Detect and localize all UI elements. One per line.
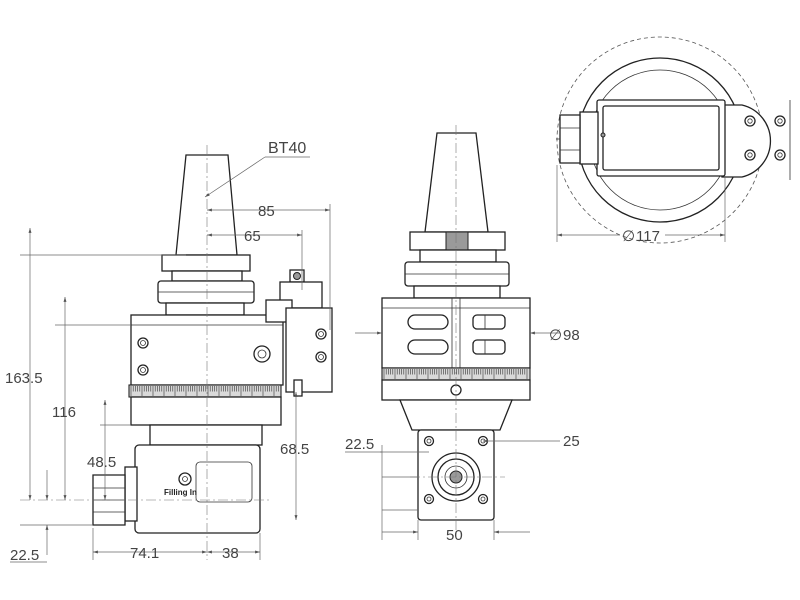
top-view [556,36,791,244]
dim-diameter-symbol-98: ∅ [549,327,562,344]
side-flange-top [161,254,251,272]
stop-block-body [285,307,333,393]
side-graduation-ticks [130,386,279,396]
front-view [381,125,531,530]
top-head-cover [602,105,720,171]
front-flange-neck [419,249,497,263]
front-taper-cone [424,132,489,233]
dim-48-5: 48.5 [87,454,116,471]
side-lower-ring [130,396,282,426]
dim-85: 85 [258,203,275,220]
side-stop-block [265,269,333,397]
dim-22-5-left: 22.5 [10,547,39,564]
dim-50: 50 [446,527,463,544]
side-lower-neck [149,424,263,446]
side-housing-screws [137,337,271,376]
dim-25: 25 [563,433,580,450]
front-view-dimensions: ∅ 98 22.5 25 50 [345,327,580,544]
dim-98: 98 [563,327,580,344]
dim-163-5: 163.5 [5,370,43,387]
side-taper-cone [175,154,238,256]
top-view-dimensions: ∅ 117 [556,165,726,245]
side-spindle-flange [124,466,138,522]
front-housing-slots [407,314,506,355]
top-marker-dot [600,132,606,138]
top-bracket-screws [744,115,786,161]
dim-117: 117 [636,228,660,245]
dim-22-5-mid: 22.5 [345,436,374,453]
top-spindle-flange [579,111,599,165]
side-head-window [195,461,253,503]
top-collet-nut [559,114,581,164]
front-head-screws [423,435,489,505]
top-bracket-arm [721,104,772,178]
side-view: Filling In [20,145,333,560]
dim-38: 38 [222,545,239,562]
dim-74-1: 74.1 [130,545,159,562]
side-collar [165,302,245,316]
side-view-dimensions: BT40 85 65 163.5 116 48.5 68.5 22.5 [5,140,331,564]
dim-68-5: 68.5 [280,441,309,458]
side-graduated-ring [128,384,282,398]
dim-diameter-symbol-117: ∅ [622,228,635,245]
stop-block-pin [293,379,303,397]
dim-116: 116 [52,404,76,421]
filling-in-label: Filling In [164,488,197,497]
filling-port-icon [178,472,192,486]
taper-label: BT40 [268,140,306,157]
dim-65: 65 [244,228,261,245]
side-angle-head [134,444,261,534]
front-collar [413,285,501,299]
front-graduation-ticks [383,369,528,379]
